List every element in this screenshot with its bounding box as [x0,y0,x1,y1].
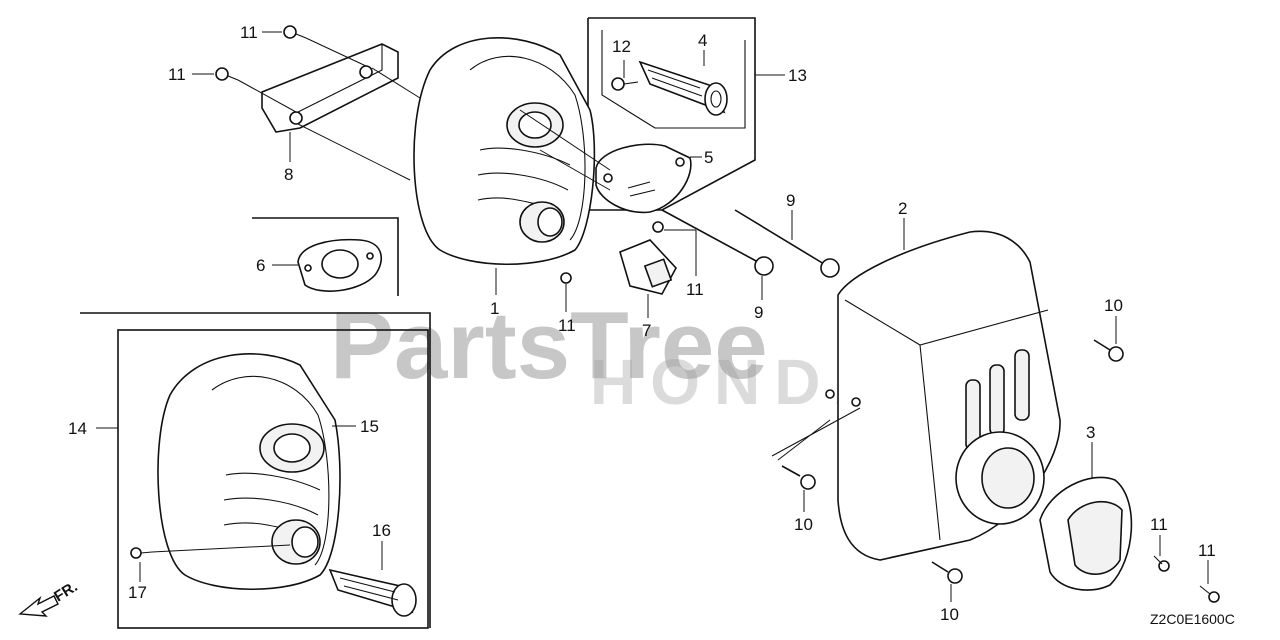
muffler-bolt-short [661,209,774,276]
callout-15: 15 [360,417,379,436]
callout-10: 10 [1104,296,1123,315]
callout-9: 9 [786,191,795,210]
screw-11-left [215,67,239,81]
kit-screw [130,547,153,559]
callout-1: 1 [490,299,499,318]
bolt-10-bottom [931,561,963,584]
watermark: PartsTree TM HONDA [330,273,953,418]
callout-11: 11 [558,316,576,335]
spark-arrester [638,60,728,116]
bolt-10-right [1093,339,1124,362]
watermark-brand: PartsTree [330,292,768,399]
leader-lines [96,31,1209,602]
callout-11: 11 [168,65,186,84]
callout-numbers: 11 11 8 6 1 12 4 13 5 11 11 7 9 9 2 10 1… [68,23,1216,624]
muffler-gasket [297,238,383,292]
callout-11: 11 [1198,541,1216,560]
callout-2: 2 [898,199,907,218]
callout-11: 11 [686,280,704,299]
callout-11: 11 [240,23,258,42]
callout-10: 10 [794,515,813,534]
spark-arrester-inner-frame [601,30,746,129]
callout-5: 5 [704,148,713,167]
kit-spark-arrester [328,568,417,617]
callout-11: 11 [1150,515,1168,534]
callout-12: 12 [612,37,631,56]
front-arrow-icon [18,595,59,617]
callout-10: 10 [940,605,959,624]
front-direction-indicator: FR. [18,578,81,617]
muffler-bracket [261,43,399,133]
screw-11-right-a [1153,555,1170,572]
muffler-bolt-long [734,209,840,278]
callout-13: 13 [788,66,807,85]
callout-9: 9 [754,303,763,322]
muffler-protector-plate [595,143,692,214]
gasket-group-frame [252,217,399,296]
watermark-maker: HONDA [590,346,895,418]
callout-7: 7 [642,321,651,340]
diagram-code: Z2C0E1600C [1150,611,1235,627]
callout-14: 14 [68,419,87,438]
muffler-kit-body [157,353,341,591]
muffler-main-body [413,37,596,266]
cover-deflector [1039,476,1133,591]
callout-6: 6 [256,256,265,275]
callout-17: 17 [128,583,147,602]
screw-11-top [283,25,307,39]
callout-16: 16 [372,521,391,540]
callout-8: 8 [284,165,293,184]
muffler-cover [825,230,1061,561]
screw-11-mid-a [560,272,572,284]
callout-4: 4 [698,31,707,50]
screw-11-mid-b [652,221,664,233]
screw-11-right-b [1199,585,1220,603]
bolt-10-left [781,465,816,490]
callout-3: 3 [1086,423,1095,442]
kit-group-frame-outer [80,312,431,628]
arrester-screw [611,77,639,91]
exhaust-deflector [619,239,677,295]
muffler-kit-frame [117,329,429,629]
